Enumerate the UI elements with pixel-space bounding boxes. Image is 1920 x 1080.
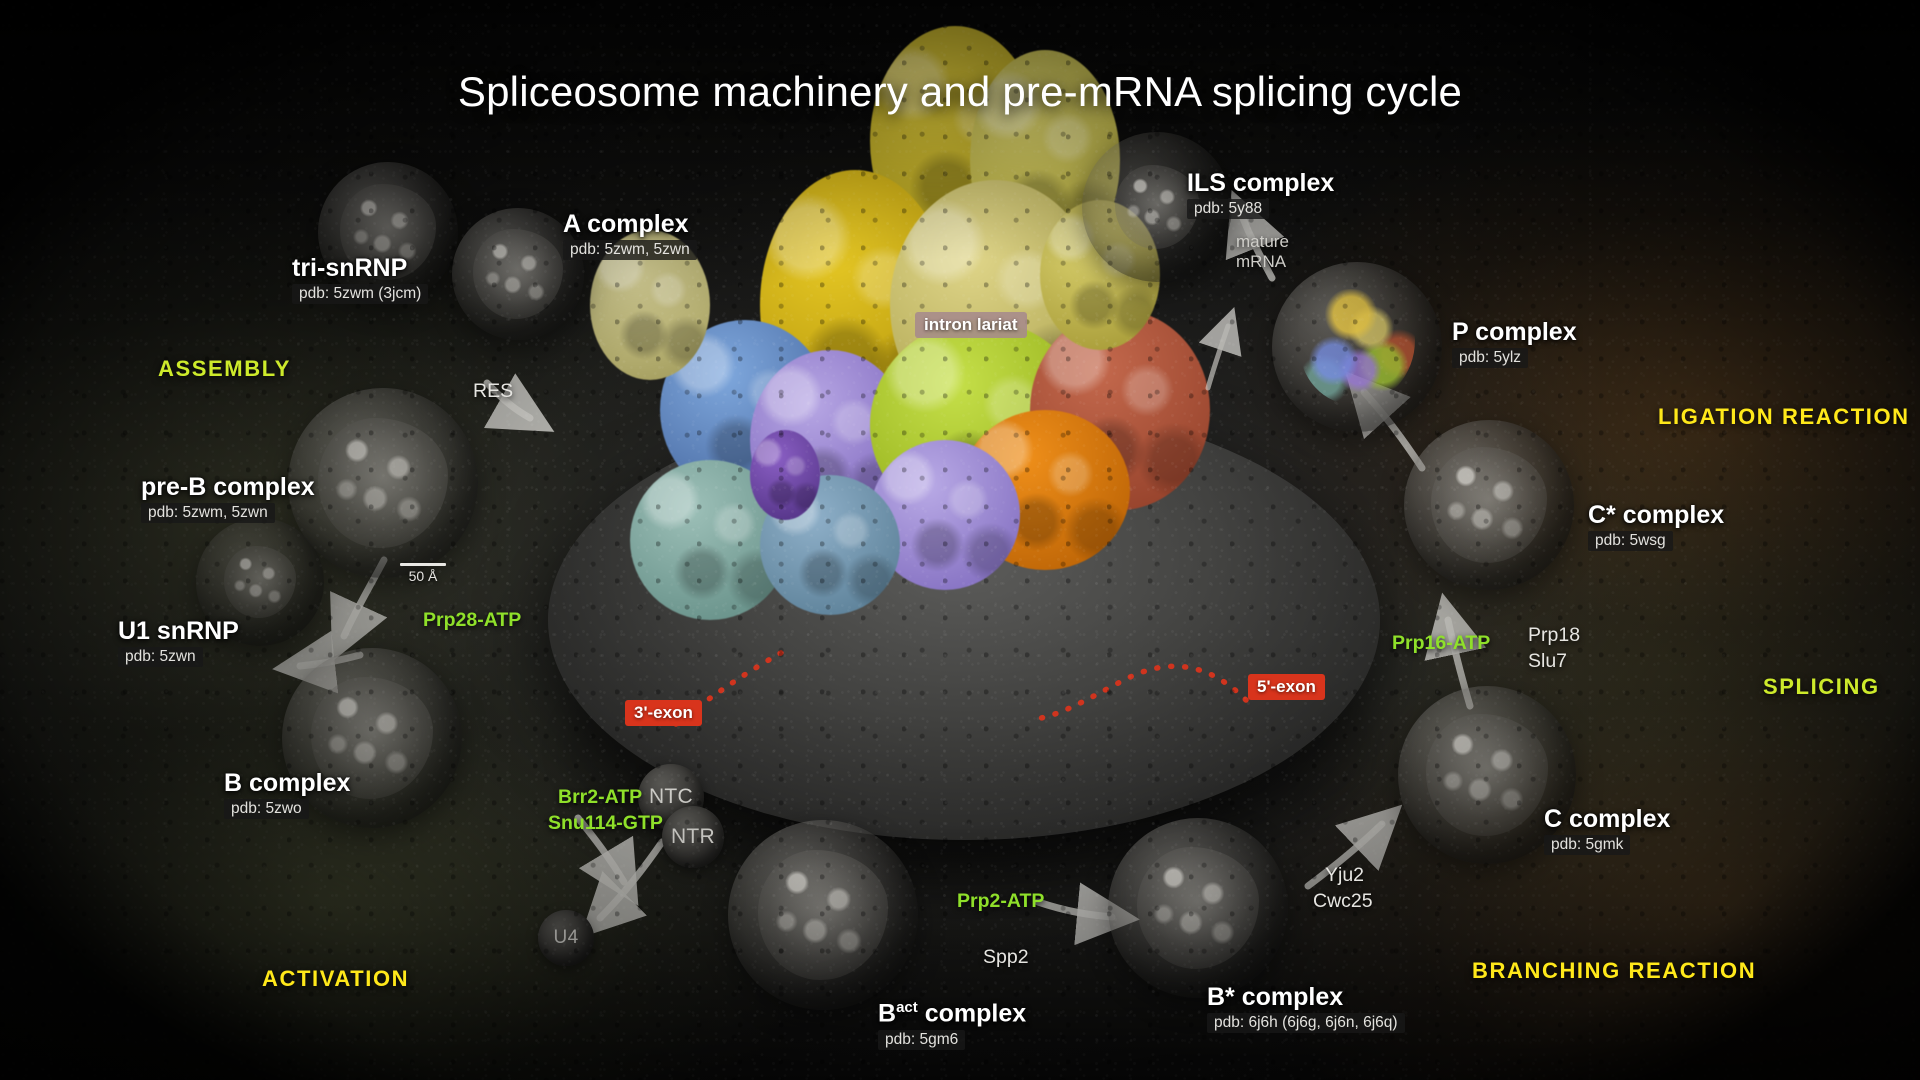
- factor-slu7: Slu7: [1528, 650, 1568, 672]
- zone-activation: ACTIVATION: [262, 966, 410, 991]
- label-cstar-complex-pdb: pdb: 5wsg: [1588, 531, 1673, 552]
- factor-prp2-atp: Prp2-ATP: [957, 890, 1045, 912]
- particle-u4-label: U4: [553, 927, 579, 948]
- zone-branching-reaction: BRANCHING REACTION: [1472, 958, 1757, 983]
- factor-cwc25: Cwc25: [1313, 890, 1373, 912]
- zone-ligation-reaction: LIGATION REACTION: [1658, 404, 1910, 429]
- factor-prp28-atp: Prp28-ATP: [423, 609, 522, 631]
- factor-prp16-atp: Prp16-ATP: [1392, 632, 1491, 654]
- label-a-complex: A complex pdb: 5zwm, 5zwn: [563, 210, 697, 261]
- scale-bar-label: 50 Å: [408, 568, 438, 584]
- label-b-complex: B complex pdb: 5zwo: [224, 769, 351, 820]
- label-a-complex-pdb: pdb: 5zwm, 5zwn: [563, 240, 697, 261]
- callout-intron-lariat: intron lariat: [915, 312, 1027, 338]
- label-bact-complex-name: Bact complex: [878, 1000, 1026, 1027]
- label-c-complex: C complex pdb: 5gmk: [1544, 805, 1671, 856]
- scale-bar-line: [400, 563, 446, 566]
- label-b-complex-name: B complex: [224, 769, 351, 797]
- sphere-bstar-complex: [1108, 818, 1288, 998]
- factor-res: RES: [473, 380, 514, 402]
- label-cstar-complex-name: C* complex: [1588, 501, 1725, 529]
- label-a-complex-name: A complex: [563, 210, 689, 238]
- label-cstar-complex: C* complex pdb: 5wsg: [1588, 501, 1725, 552]
- label-ils-complex-name: ILS complex: [1187, 169, 1335, 197]
- particle-ntc-label: NTC: [648, 785, 694, 808]
- sphere-cstar-complex: [1404, 420, 1574, 590]
- particle-u4: U4: [538, 910, 594, 966]
- label-tri-snrnp-pdb: pdb: 5zwm (3jcm): [292, 284, 429, 305]
- label-u1-snrnp: U1 snRNP pdb: 5zwn: [118, 617, 239, 668]
- zone-assembly: ASSEMBLY: [158, 356, 292, 381]
- particle-ntr-label: NTR: [670, 825, 716, 848]
- label-p-complex: P complex pdb: 5ylz: [1452, 318, 1577, 369]
- label-pre-b-complex-name: pre-B complex: [141, 473, 315, 501]
- sphere-p-complex: [1272, 262, 1442, 432]
- label-b-complex-pdb: pdb: 5zwo: [224, 799, 309, 820]
- sphere-bact-complex: [728, 820, 918, 1010]
- label-ils-complex: ILS complex pdb: 5y88: [1187, 169, 1335, 220]
- label-u1-snrnp-pdb: pdb: 5zwn: [118, 647, 203, 668]
- callout-3prime-exon: 3'-exon: [625, 700, 702, 726]
- particle-ntr: NTR: [662, 806, 724, 868]
- zone-splicing: SPLICING: [1763, 674, 1880, 699]
- factor-prp18: Prp18: [1528, 624, 1581, 646]
- label-p-complex-pdb: pdb: 5ylz: [1452, 348, 1529, 369]
- factor-yju2: Yju2: [1325, 864, 1365, 886]
- label-p-complex-name: P complex: [1452, 318, 1577, 346]
- label-pre-b-complex: pre-B complex pdb: 5zwm, 5zwn: [141, 473, 315, 524]
- label-bact-base: B: [878, 999, 897, 1028]
- scale-bar: 50 Å: [400, 563, 446, 584]
- label-c-complex-pdb: pdb: 5gmk: [1544, 835, 1631, 856]
- label-c-complex-name: C complex: [1544, 805, 1671, 833]
- factor-brr2-atp: Brr2-ATP: [558, 786, 643, 808]
- label-bact-complex-pdb: pdb: 5gm6: [878, 1029, 966, 1050]
- label-bact-sup: act: [896, 999, 918, 1016]
- label-bact-complex: Bact complex pdb: 5gm6: [878, 1000, 1026, 1050]
- label-tri-snrnp: tri-snRNP pdb: 5zwm (3jcm): [292, 254, 429, 305]
- label-bact-rest: complex: [917, 999, 1027, 1028]
- sphere-pre-b-complex: [288, 388, 478, 578]
- label-u1-snrnp-name: U1 snRNP: [118, 617, 239, 645]
- spliceosome-model: [590, 20, 1380, 660]
- figure-title: Spliceosome machinery and pre-mRNA splic…: [457, 68, 1463, 115]
- label-bstar-complex-name: B* complex: [1207, 983, 1344, 1011]
- label-bstar-complex: B* complex pdb: 6j6h (6j6g, 6j6n, 6j6q): [1207, 983, 1405, 1034]
- label-pre-b-complex-pdb: pdb: 5zwm, 5zwn: [141, 503, 275, 524]
- factor-snu114-gtp: Snu114-GTP: [548, 812, 663, 834]
- label-ils-complex-pdb: pdb: 5y88: [1187, 199, 1270, 220]
- label-tri-snrnp-name: tri-snRNP: [292, 254, 408, 282]
- factor-spp2: Spp2: [983, 946, 1029, 968]
- label-bstar-complex-pdb: pdb: 6j6h (6j6g, 6j6n, 6j6q): [1207, 1013, 1405, 1034]
- callout-5prime-exon: 5'-exon: [1248, 674, 1325, 700]
